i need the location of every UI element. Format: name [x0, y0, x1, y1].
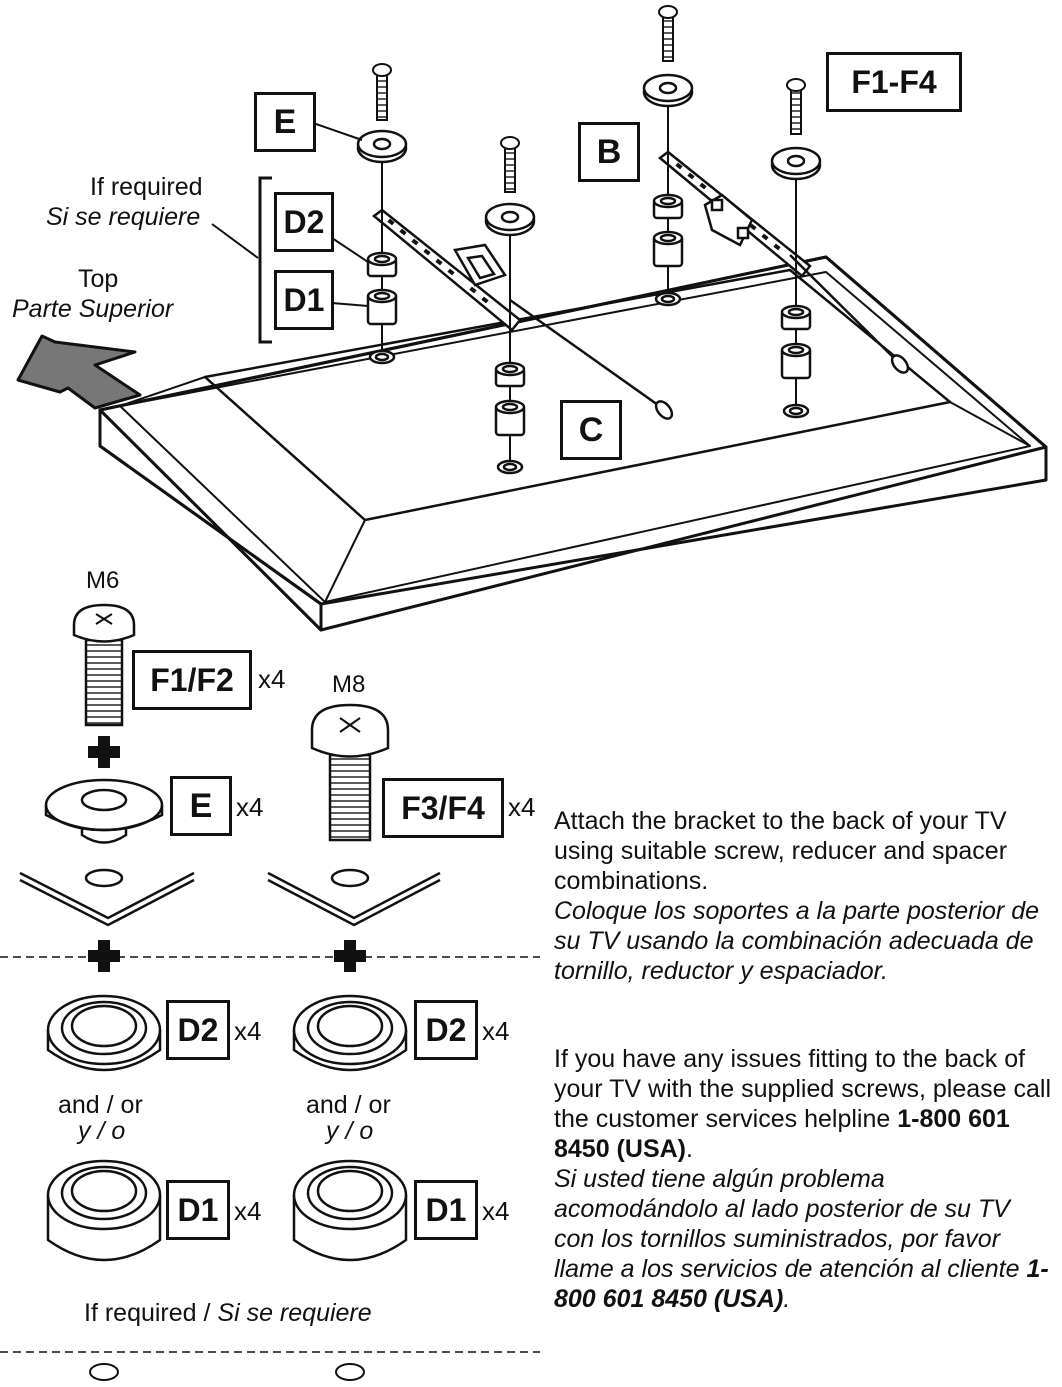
if-required-bottom: If required / Si se requiere: [84, 1298, 372, 1328]
and-or-es-left: y / o: [78, 1117, 126, 1145]
part-f3-f4-label: F3/F4: [401, 789, 485, 826]
safety-cord-right: [789, 254, 899, 363]
if-required-es: Si se requiere: [46, 203, 201, 231]
callout-b-label: B: [596, 132, 622, 171]
instructions-1-es: Coloque los soportes a la parte posterio…: [554, 897, 1040, 985]
tv-panel-section-icon: [19, 868, 441, 927]
instructions-2-en-end: .: [686, 1135, 693, 1163]
part-d1-right-label: D1: [425, 1191, 467, 1228]
callout-c-label: C: [578, 410, 604, 449]
callout-f1-f4: F1-F4: [826, 52, 962, 112]
instructions-2-es: Si usted tiene algún problema acomodándo…: [554, 1164, 1054, 1314]
qty-d2-right: x4: [482, 1016, 510, 1046]
qty-f1-f2: x4: [258, 664, 286, 694]
part-d2-left-label: D2: [177, 1011, 219, 1048]
instructions-2-en-text: If you have any issues fitting to the ba…: [554, 1045, 1051, 1133]
qty-e: x4: [236, 792, 264, 822]
helpline-phone-es: 1-800 601 8450 (USA): [554, 1255, 1049, 1313]
washer-icon: [356, 73, 822, 237]
callout-d1: D1: [274, 270, 334, 330]
callout-e: E: [254, 92, 316, 152]
m6-label: M6: [86, 567, 120, 594]
instructions-paragraph-2: If you have any issues fitting to the ba…: [554, 1044, 1054, 1314]
part-f1-f2: F1/F2: [132, 650, 252, 710]
if-required-en: If required: [90, 173, 203, 201]
callout-c: C: [560, 400, 622, 460]
callout-d2-label: D2: [283, 203, 325, 240]
qty-d1-right: x4: [482, 1196, 510, 1226]
and-or-en-left: and / or: [58, 1091, 143, 1119]
if-required-bottom-es: Si se requiere: [217, 1299, 372, 1327]
e-reducer-icon: [44, 778, 164, 844]
part-e: E: [170, 776, 232, 836]
if-required-bottom-separator: /: [196, 1299, 218, 1327]
part-f3-f4: F3/F4: [382, 778, 504, 838]
part-d2-right-label: D2: [425, 1011, 467, 1048]
part-d1-left: D1: [166, 1180, 230, 1240]
callout-b: B: [578, 122, 640, 182]
part-d1-right: D1: [414, 1180, 478, 1240]
screw-icon: [372, 5, 806, 193]
and-or-en-right: and / or: [306, 1091, 391, 1119]
part-f1-f2-label: F1/F2: [150, 661, 234, 698]
part-e-label: E: [189, 786, 213, 825]
d1-spacer-icon: [46, 1159, 408, 1262]
d2-spacer-icon: [46, 994, 408, 1072]
and-or-es-right: y / o: [326, 1117, 374, 1145]
bracket-brace: [258, 176, 272, 344]
top-en: Top: [78, 265, 119, 293]
instructions-2-es-end: .: [783, 1285, 791, 1313]
if-required-bottom-en: If required: [84, 1299, 197, 1327]
qty-d1-left: x4: [234, 1196, 262, 1226]
helpline-phone-en: 1-800 601 8450 (USA): [554, 1105, 1010, 1163]
m8-label: M8: [332, 671, 366, 698]
spacer-icon: [366, 193, 812, 475]
qty-f3-f4: x4: [508, 792, 536, 822]
wall-bracket-right: [657, 150, 812, 278]
part-d1-left-label: D1: [177, 1191, 219, 1228]
safety-cord-left: [509, 298, 666, 412]
top-arrow-icon: [16, 334, 142, 410]
callout-d2: D2: [274, 192, 334, 252]
top-es: Parte Superior: [12, 295, 174, 323]
m6-screw-icon: [72, 603, 136, 727]
instructions-2-en: If you have any issues fitting to the ba…: [554, 1044, 1054, 1164]
callout-f1-f4-label: F1-F4: [851, 63, 937, 100]
callout-e-label: E: [273, 102, 297, 141]
qty-d2-left: x4: [234, 1016, 262, 1046]
instructions-2-es-text: Si usted tiene algún problema acomodándo…: [554, 1165, 1027, 1283]
part-d2-left: D2: [166, 1000, 230, 1060]
instructions-1-en: Attach the bracket to the back of your T…: [554, 807, 1008, 895]
wall-bracket-left: [371, 208, 522, 332]
part-d2-right: D2: [414, 1000, 478, 1060]
m8-screw-icon: [310, 703, 390, 842]
plus-icon: [88, 736, 366, 972]
callout-d1-label: D1: [283, 281, 325, 318]
instructions-paragraph-1: Attach the bracket to the back of your T…: [554, 806, 1054, 986]
